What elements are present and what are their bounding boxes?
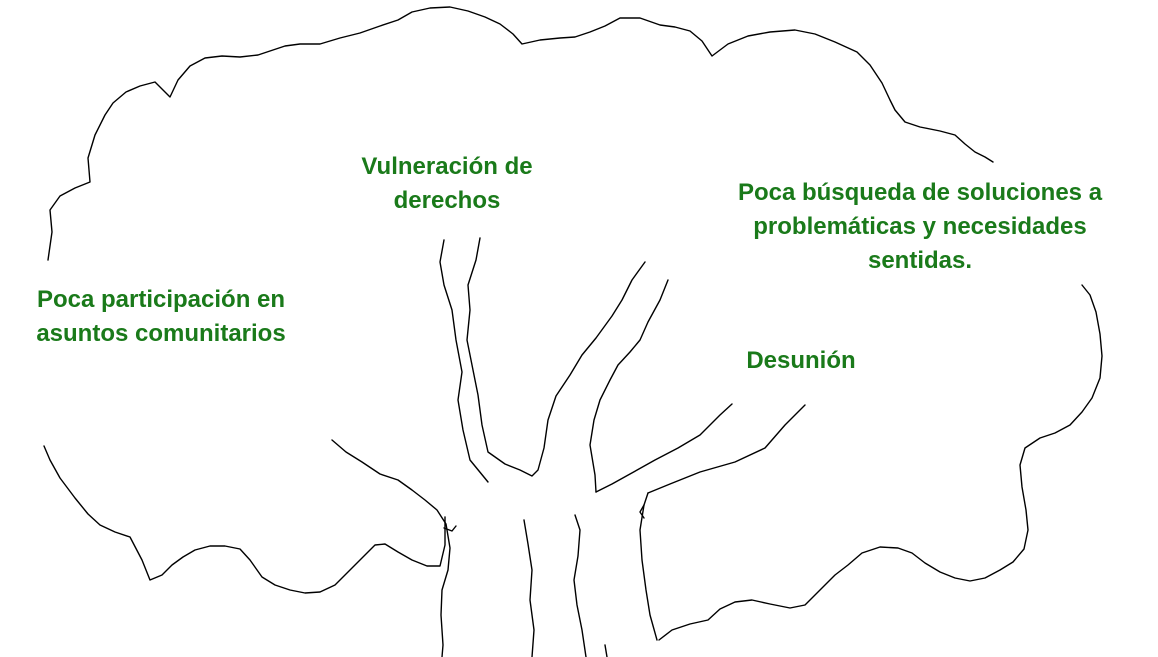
crown-outline-bottom-left (43, 445, 446, 594)
trunk-left (523, 519, 535, 657)
branch-center-right (589, 279, 669, 493)
label-vulneracion-de-derechos: Vulneración de derechos (342, 150, 552, 218)
label-line: Poca participación en (36, 286, 286, 313)
branch-center-inner (466, 237, 646, 477)
crown-outline-top (47, 6, 994, 261)
trunk-right-side-tick (639, 504, 645, 519)
branch-lower-left (331, 439, 451, 657)
crown-outline-bottom-right (658, 284, 1103, 641)
label-line: derechos (393, 187, 501, 214)
branch-far-right (647, 404, 806, 494)
label-line: Desunión (746, 347, 856, 374)
label-poca-busqueda-de-soluciones: Poca búsqueda de soluciones a problemáti… (690, 176, 1150, 278)
label-line: sentidas. (867, 247, 973, 274)
label-line: problemáticas y necesidades (753, 213, 1087, 240)
branch-center-left (439, 239, 489, 483)
trunk-right (573, 514, 587, 657)
trunk-base-mark (604, 644, 608, 657)
label-line: Vulneración de (361, 153, 533, 180)
label-desunion: Desunión (736, 344, 866, 378)
label-line: Poca búsqueda de soluciones a (737, 179, 1103, 206)
label-line: asuntos comunitarios (36, 320, 286, 347)
branch-lower-left-tick (443, 525, 457, 532)
branch-lower-right (595, 403, 733, 493)
label-poca-participacion: Poca participación en asuntos comunitari… (6, 283, 316, 351)
